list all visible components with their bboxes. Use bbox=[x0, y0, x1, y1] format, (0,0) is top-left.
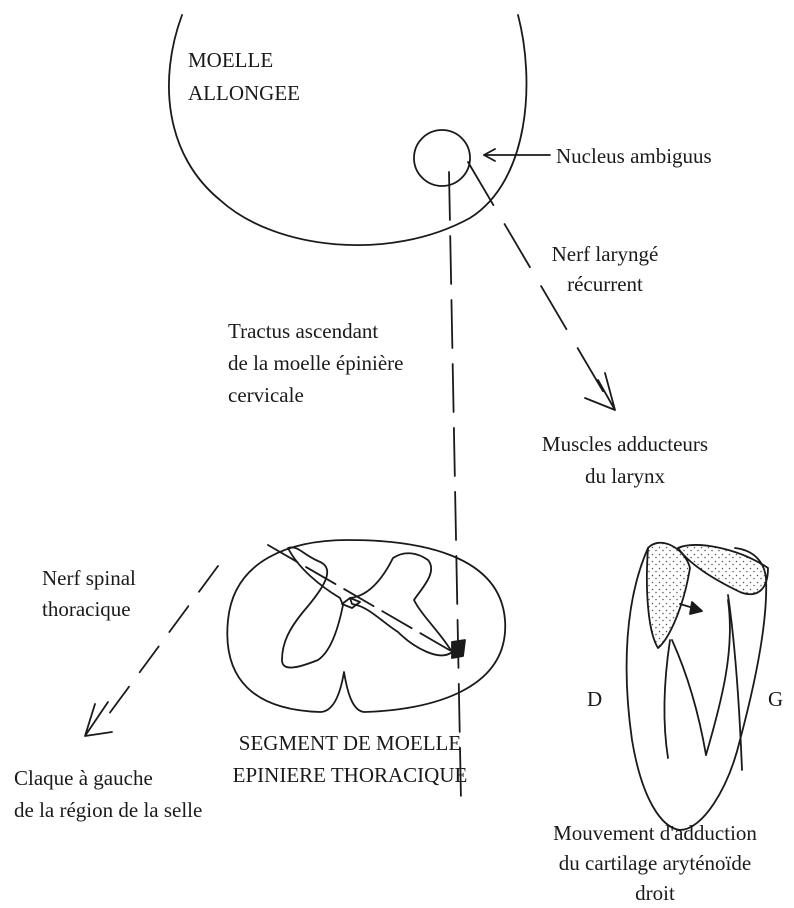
right-side-label: D bbox=[587, 686, 602, 713]
slap-label-line2: de la région de la selle bbox=[14, 797, 202, 824]
tract-label-line2: de la moelle épinière bbox=[228, 350, 404, 377]
spinal-nerve-label-line2: thoracique bbox=[42, 596, 131, 623]
larynx-inner-right bbox=[664, 640, 670, 758]
recurrent-nerve-arrowhead bbox=[585, 373, 615, 410]
grey-matter-left bbox=[282, 547, 343, 667]
ascending-tract-line bbox=[449, 172, 461, 800]
left-side-label: G bbox=[768, 686, 783, 713]
tract-label-line1: Tractus ascendant bbox=[228, 318, 378, 345]
segment-label-line1: SEGMENT DE MOELLE bbox=[205, 730, 495, 757]
muscles-label-line2: du larynx bbox=[505, 463, 745, 490]
slap-label-line1: Claque à gauche bbox=[14, 765, 153, 792]
vocal-fold-right bbox=[672, 640, 706, 755]
nucleus-circle bbox=[414, 130, 470, 186]
recurrent-nerve-label-line1: Nerf laryngé bbox=[520, 241, 690, 268]
movement-arrow-head bbox=[690, 602, 702, 614]
muscles-label-line1: Muscles adducteurs bbox=[505, 431, 745, 458]
arytenoid-left bbox=[678, 545, 768, 594]
vocal-fold-left bbox=[706, 600, 730, 755]
tract-label-line3: cervicale bbox=[228, 382, 304, 409]
spinal-segment-outline bbox=[227, 540, 505, 712]
medulla-label-line2: ALLONGEE bbox=[188, 80, 300, 107]
spinal-nerve-label-line1: Nerf spinal bbox=[42, 565, 136, 592]
grey-matter-right bbox=[350, 553, 452, 655]
nucleus-label: Nucleus ambiguus bbox=[556, 143, 712, 170]
movement-label-line2: du cartilage aryténoïde bbox=[520, 850, 790, 877]
recurrent-nerve-label-line2: récurrent bbox=[520, 271, 690, 298]
movement-label-line1: Mouvement d'adduction bbox=[520, 820, 790, 847]
spinal-nerve-arrowhead bbox=[85, 702, 112, 736]
medulla-label-line1: MOELLE bbox=[188, 47, 273, 74]
arytenoid-right bbox=[647, 543, 690, 648]
movement-label-line3: droit bbox=[520, 880, 790, 907]
dorsal-horn-mark bbox=[452, 640, 465, 658]
segment-label-line2: EPINIERE THORACIQUE bbox=[205, 762, 495, 789]
